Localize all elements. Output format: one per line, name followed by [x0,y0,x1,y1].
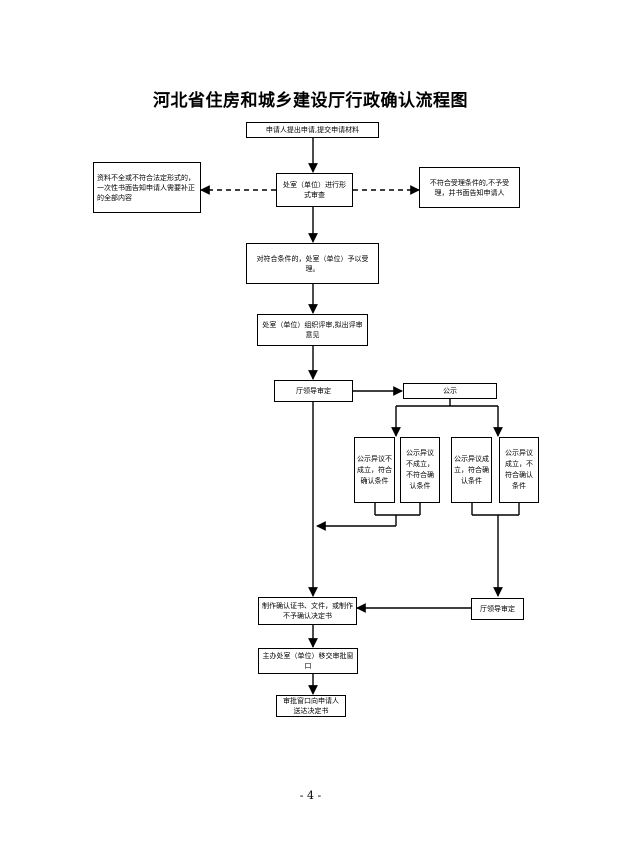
node-leader-review-2: 厅领导审定 [471,598,524,620]
node-publicity: 公示 [403,383,497,399]
node-apply: 申请人提出申请,提交申请材料 [246,122,379,138]
node-publicity-result-1: 公示异议不成立，符合确认条件 [354,437,395,503]
node-publicity-result-2: 公示异议不成立，不符合确认条件 [400,437,440,503]
node-transfer-window: 主办处室（单位）移交审批窗口 [258,648,358,674]
page-title: 河北省住房和城乡建设厅行政确认流程图 [153,91,468,111]
node-formal-review: 处室（单位）进行形式审查 [276,173,353,207]
node-publicity-result-4: 公示异议成立，不符合确认条件 [499,437,539,503]
node-not-accepted: 不符合受理条件的,不予受理，并书面告知申请人 [419,167,520,208]
node-leader-review: 厅领导审定 [274,380,353,402]
node-deliver: 审批窗口向申请人送达决定书 [276,695,346,717]
node-materials-incomplete: 资料不全或不符合法定形式的，一次性书面告知申请人需要补正的全部内容 [93,162,201,213]
node-organize-review: 处室（单位）组织评审,拟出评审意见 [257,314,368,346]
node-publicity-result-3: 公示异议成立，符合确认条件 [451,437,492,503]
node-accepted: 对符合条件的，处室（单位）予以受理。 [246,243,379,284]
page-number: - 4 - [299,789,322,802]
node-make-certificate: 制作确认证书、文件，或制作不予确认决定书 [258,597,357,625]
